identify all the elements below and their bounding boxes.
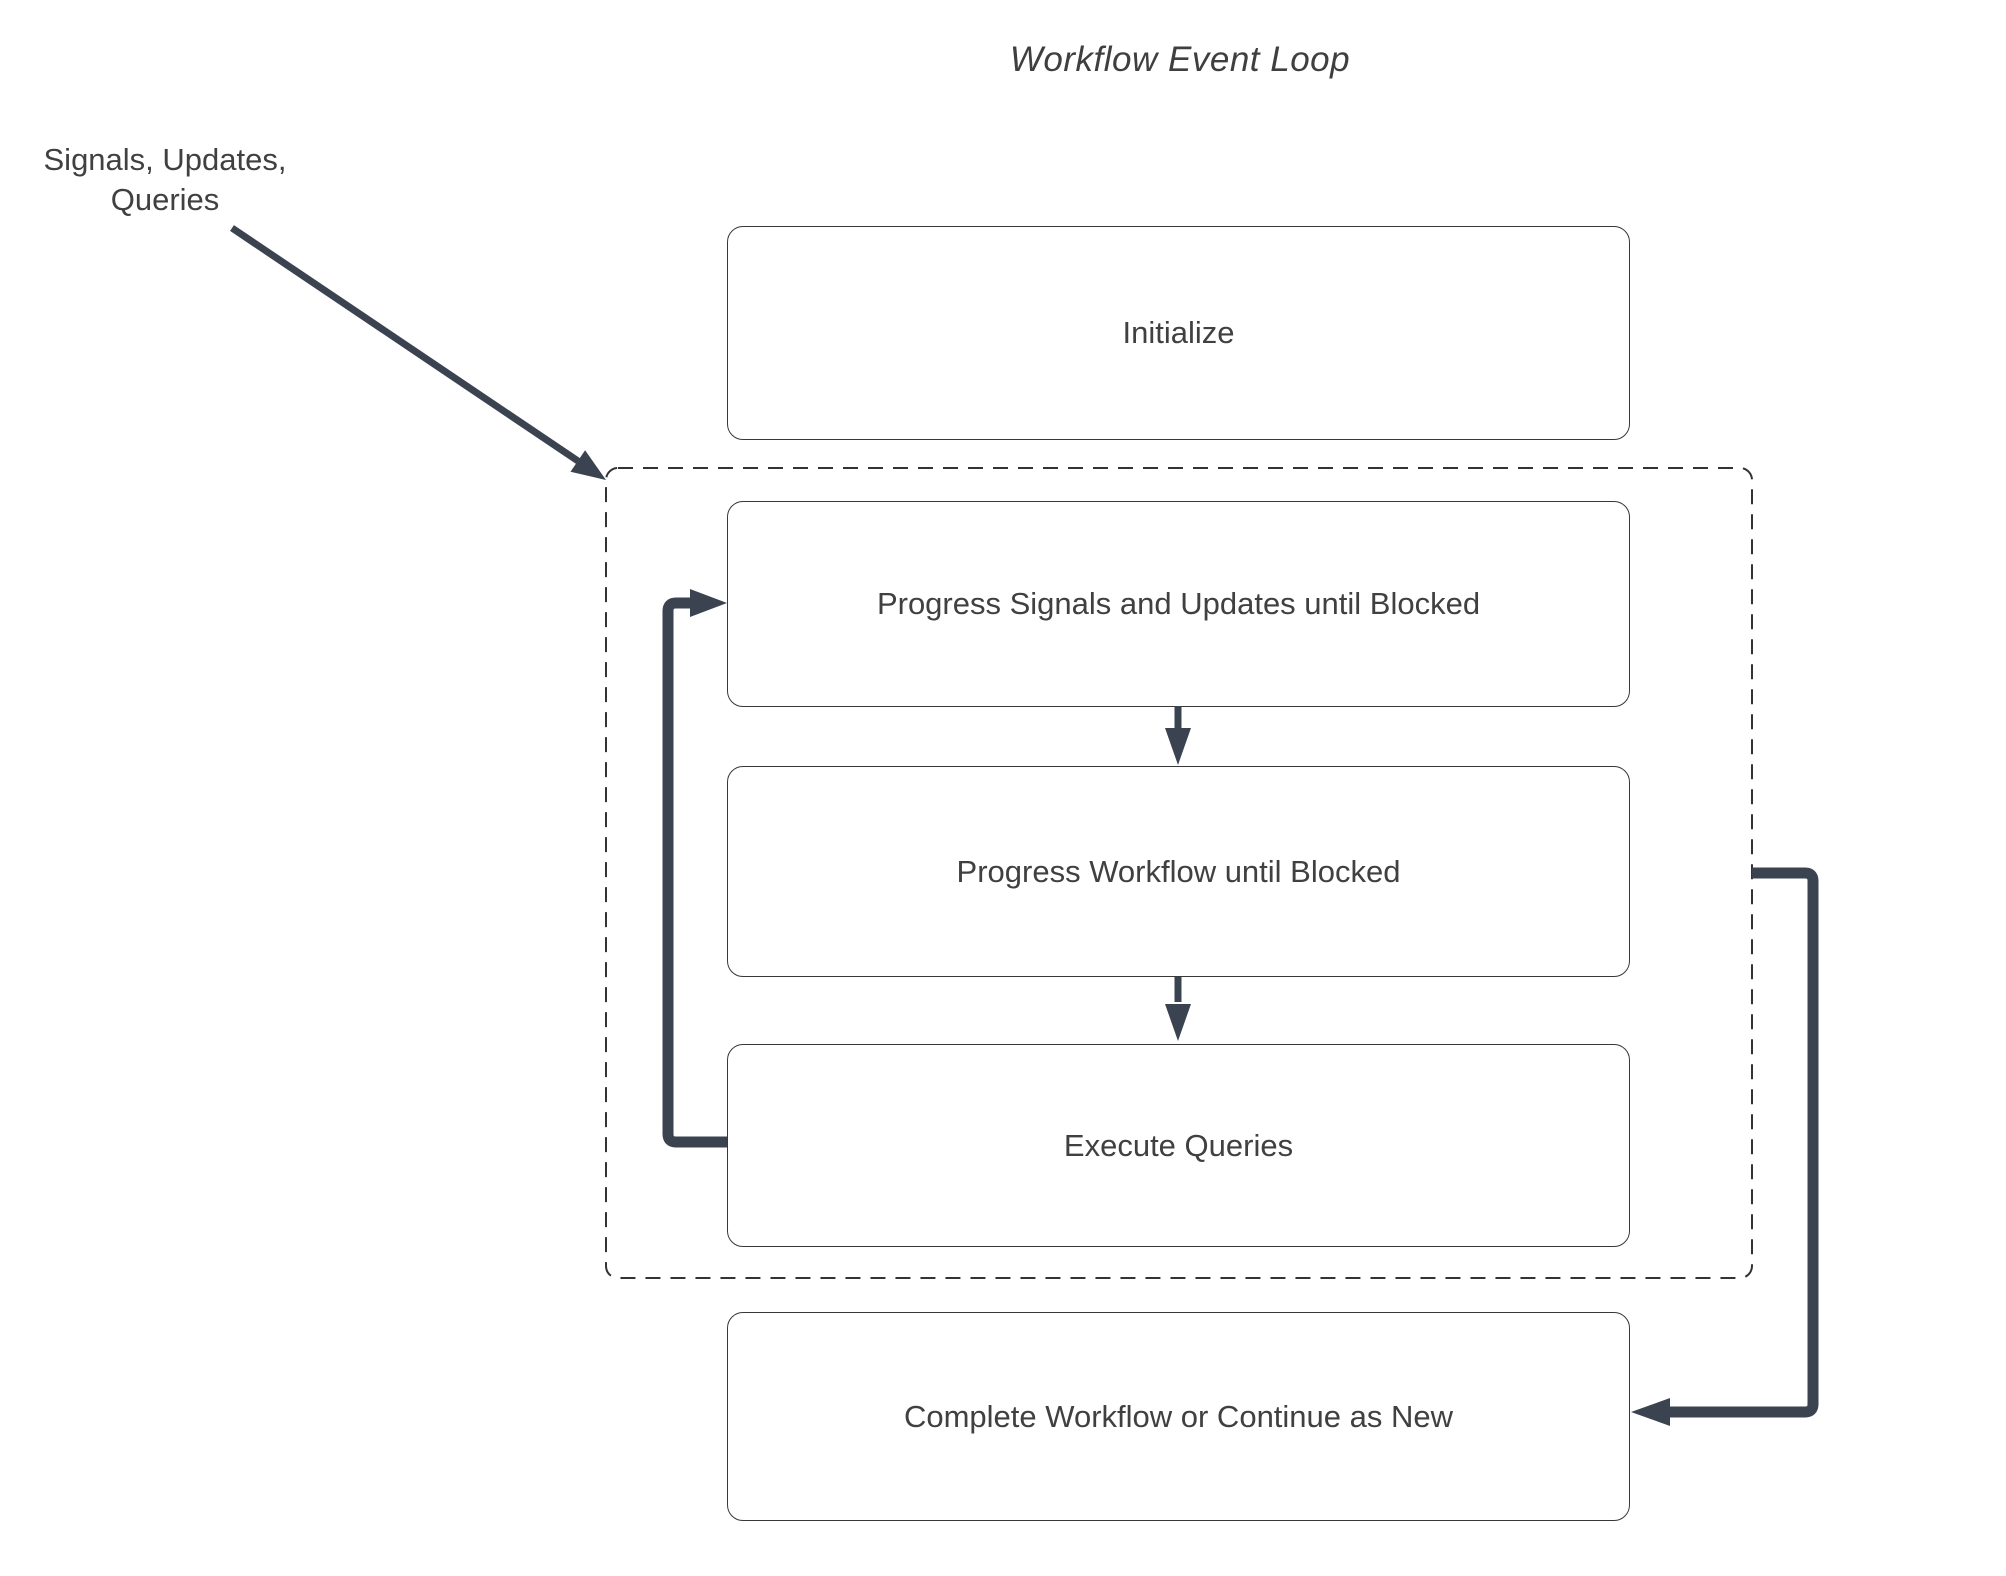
node-execute-queries: Execute Queries bbox=[727, 1044, 1630, 1247]
node-execute-queries-label: Execute Queries bbox=[1063, 1127, 1294, 1163]
node-complete-label: Complete Workflow or Continue as New bbox=[903, 1398, 1454, 1434]
node-initialize-label: Initialize bbox=[1122, 315, 1235, 350]
loop-back-arrow bbox=[662, 589, 727, 1148]
exit-arrow bbox=[1631, 867, 1819, 1426]
node-initialize: Initialize bbox=[727, 226, 1630, 440]
signals-updates-queries-label: Signals, Updates, Queries bbox=[43, 142, 287, 217]
node-progress-signals: Progress Signals and Updates until Block… bbox=[727, 501, 1630, 707]
input-arrow bbox=[230, 225, 606, 480]
arrow-signals-to-workflow bbox=[1165, 706, 1191, 765]
node-progress-workflow: Progress Workflow until Blocked bbox=[727, 766, 1630, 977]
diagram-title: Workflow Event Loop bbox=[1009, 40, 1351, 79]
node-complete: Complete Workflow or Continue as New bbox=[727, 1312, 1630, 1521]
arrow-workflow-to-queries bbox=[1165, 977, 1191, 1041]
node-progress-signals-label: Progress Signals and Updates until Block… bbox=[876, 586, 1481, 621]
node-progress-workflow-label: Progress Workflow until Blocked bbox=[956, 853, 1401, 889]
